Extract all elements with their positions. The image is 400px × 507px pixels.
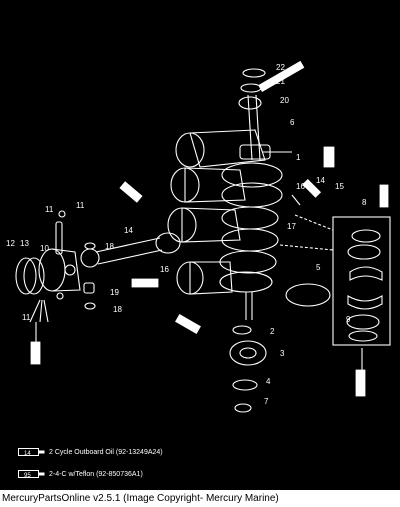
- callout-11: 11: [45, 205, 54, 214]
- crankshaft-exploded-diagram: 22 21 20 6 1 16 14 15 8 11 12 13 10 9 18…: [6, 60, 391, 413]
- callout-3: 3: [280, 349, 285, 358]
- callout-1: 1: [296, 153, 301, 162]
- teflon-tube: [119, 181, 143, 203]
- teflon-tube-icon: 95: [18, 470, 45, 479]
- callout-12: 12: [6, 239, 15, 248]
- ring-5: [285, 283, 331, 307]
- callout-17: 17: [287, 222, 296, 231]
- callout-20: 20: [280, 96, 289, 105]
- bearing-21: [240, 83, 262, 93]
- connecting-rod: [80, 232, 181, 268]
- callout-5: 5: [316, 263, 321, 272]
- bearing-19: [83, 282, 95, 294]
- callout-13: 13: [20, 239, 29, 248]
- bearing-3: [229, 340, 267, 366]
- ring-4: [232, 379, 258, 391]
- seal-20: [238, 96, 262, 110]
- teflon-tube: [131, 278, 159, 288]
- ring-12: [15, 257, 37, 295]
- callout-8: 8: [362, 198, 367, 207]
- callout-14: 14: [316, 176, 325, 185]
- teflon-tube: [355, 369, 366, 397]
- callout-16: 16: [160, 265, 169, 274]
- copyright-footer: MercuryPartsOnline v2.5.1 (Image Copyrig…: [0, 490, 400, 507]
- clip-11: [58, 210, 66, 218]
- callout-19: 19: [110, 288, 119, 297]
- callout-7: 7: [264, 397, 269, 406]
- legend-text-oil: 2 Cycle Outboard Oil (92-13249A24): [49, 448, 163, 456]
- washer-18: [84, 242, 96, 250]
- callout-11: 11: [22, 313, 31, 322]
- callout-4: 4: [266, 377, 271, 386]
- legend-row-teflon: 95 2-4-C w/Teflon (92-850736A1): [18, 467, 143, 481]
- svg-text:14: 14: [24, 451, 31, 457]
- bearing-box: [332, 216, 391, 346]
- grease-tube: [302, 178, 322, 198]
- callout-18: 18: [113, 305, 122, 314]
- block-pistons: [167, 129, 266, 295]
- oil-tube-icon: 14: [18, 448, 45, 457]
- callout-6: 6: [290, 118, 295, 127]
- callout-9: 9: [346, 315, 351, 324]
- seal-2: [232, 325, 252, 335]
- grease-tube: [258, 60, 305, 93]
- callout-22: 22: [276, 63, 285, 72]
- grease-tube: [30, 341, 41, 365]
- ring-13: [23, 257, 45, 295]
- legend-text-teflon: 2-4-C w/Teflon (92-850736A1): [49, 470, 143, 478]
- callout-2: 2: [270, 327, 275, 336]
- grease-tube: [323, 146, 335, 168]
- grease-tube: [379, 184, 389, 208]
- svg-text:95: 95: [24, 473, 31, 479]
- callout-15: 15: [335, 182, 344, 191]
- callout-18: 18: [105, 242, 114, 251]
- crankshaft: [219, 94, 283, 320]
- grease-tube: [175, 313, 201, 335]
- callout-10: 10: [40, 244, 49, 253]
- callout-14: 14: [124, 226, 133, 235]
- callout-11: 11: [76, 201, 85, 210]
- seal-22: [242, 68, 266, 78]
- pin-10: [55, 221, 63, 255]
- callout-21: 21: [276, 77, 285, 86]
- washer-7: [234, 403, 252, 413]
- legend-row-oil: 14 2 Cycle Outboard Oil (92-13249A24): [18, 445, 163, 459]
- callout-16: 16: [296, 182, 305, 191]
- piston: [38, 248, 81, 292]
